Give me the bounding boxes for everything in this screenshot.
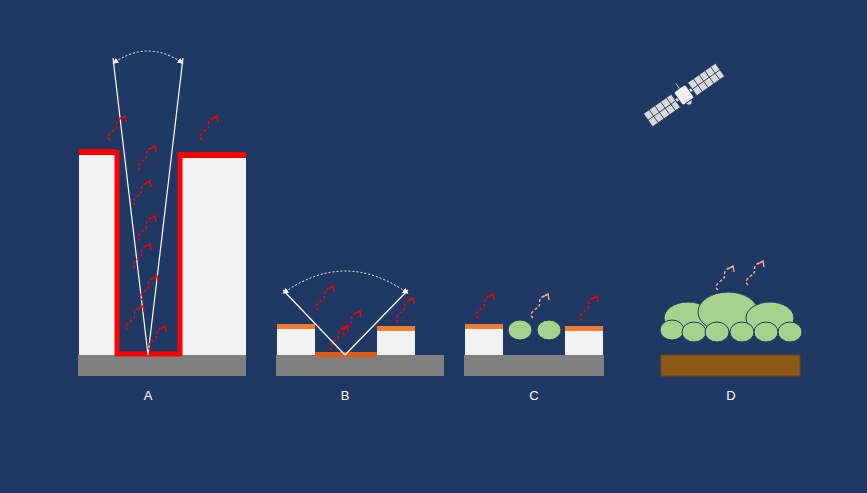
building	[180, 154, 246, 355]
building	[565, 330, 603, 355]
scene-label: A	[144, 388, 153, 403]
satellite-icon	[640, 58, 727, 130]
ground	[78, 355, 246, 376]
scene-d	[660, 261, 802, 376]
building	[377, 330, 415, 355]
ground	[276, 355, 444, 376]
roof-highlight	[565, 326, 603, 331]
roof-highlight	[180, 152, 246, 158]
ground	[464, 355, 604, 376]
scene-c	[464, 294, 604, 376]
view-cone	[283, 290, 408, 355]
scene-b	[276, 271, 444, 376]
view-angle	[115, 51, 181, 62]
building	[277, 328, 315, 355]
building	[79, 152, 115, 355]
ground	[661, 355, 800, 376]
canyon-highlight	[117, 150, 180, 354]
scene-a	[78, 51, 246, 376]
forest	[660, 292, 802, 355]
emission-arrows	[108, 116, 218, 350]
scene-label: D	[726, 388, 735, 403]
roof-highlight	[277, 324, 315, 329]
roof-highlight	[465, 324, 503, 329]
emission-arrows	[316, 286, 414, 350]
building	[465, 328, 503, 355]
view-cone	[113, 58, 183, 355]
scene-label: C	[529, 388, 538, 403]
roof-highlight	[377, 326, 415, 331]
trees	[508, 320, 561, 355]
scene-label: B	[341, 388, 350, 403]
view-angle	[285, 271, 406, 292]
roof-highlight	[79, 149, 115, 155]
